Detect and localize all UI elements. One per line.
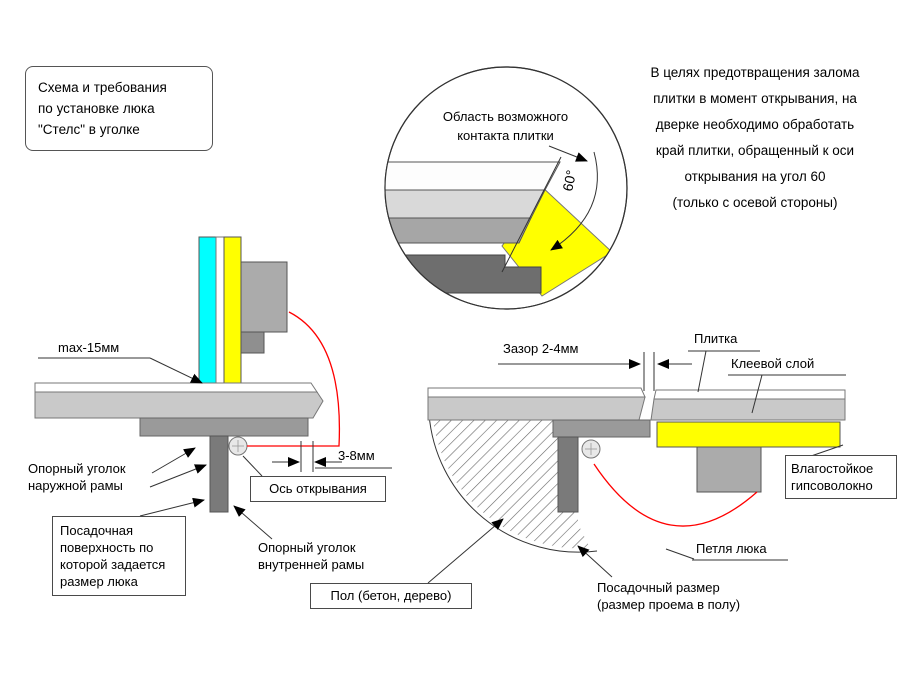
bevel-reference-line xyxy=(501,156,562,273)
hinge-label: Петля люка xyxy=(696,541,767,556)
gypsum-board-bar xyxy=(656,421,841,448)
outer-corner-label: Опорный уголок наружной рамы xyxy=(28,461,126,493)
frame-leg-right xyxy=(557,436,579,513)
frame-bar-right xyxy=(552,419,651,438)
seat-size-label: Посадочный размер (размер проема в полу) xyxy=(597,580,741,612)
door-glue-layer xyxy=(215,236,225,384)
gypsum-label: Влагостойкое гипсоволокно xyxy=(785,455,897,499)
angle-value: 60° xyxy=(559,169,579,193)
door-swing-arc xyxy=(247,311,341,447)
floor-base-strip xyxy=(34,391,324,419)
opening-axis-label: Ось открывания xyxy=(250,476,386,502)
seat-surface-label: Посадочная поверхность по которой задает… xyxy=(52,516,186,596)
edge-gap-label: 3-8мм xyxy=(338,448,375,463)
left-leader-lines xyxy=(38,357,392,540)
detail-tile-body xyxy=(385,189,546,219)
detail-glue-layer xyxy=(385,217,532,244)
tile-label: Плитка xyxy=(694,331,738,346)
contact-area-label: Область возможного контакта плитки xyxy=(442,109,569,143)
title-box: Схема и требования по установке люка "Ст… xyxy=(25,66,213,151)
hatch-swing-arc xyxy=(593,463,758,527)
concrete-floor-hatch xyxy=(433,420,590,549)
inner-frame-leg xyxy=(209,435,229,513)
floor-tile-strip-right xyxy=(427,387,646,398)
hatch-glue-strip xyxy=(650,398,846,421)
floor-tile-strip xyxy=(34,382,318,393)
floor-base-strip-right xyxy=(427,396,646,421)
detail-tile-top-layer xyxy=(385,161,561,191)
hatch-bracket xyxy=(696,446,762,493)
outer-frame-bar xyxy=(139,417,309,437)
door-bracket xyxy=(240,261,288,333)
corner-mount-section xyxy=(34,236,392,540)
door-bracket-foot xyxy=(240,331,265,354)
gap-dimension-label: Зазор 2-4мм xyxy=(503,341,579,356)
floor-mount-section xyxy=(427,350,846,584)
detail-view: 60° xyxy=(384,66,628,310)
note-paragraph: В целях предотвращения залома плитки в м… xyxy=(650,65,860,210)
floor-material-label: Пол (бетон, дерево) xyxy=(310,583,472,609)
door-gypsum-layer xyxy=(223,236,242,384)
hatch-tile-strip xyxy=(653,389,846,400)
inner-corner-label: Опорный уголок внутренней рамы xyxy=(258,540,365,572)
glue-layer-label: Клеевой слой xyxy=(731,356,815,371)
contact-leader-arrow xyxy=(548,145,588,162)
right-leader-lines xyxy=(427,350,846,584)
detail-circle-rim xyxy=(384,66,628,310)
max-thickness-label: max-15мм xyxy=(58,340,120,355)
door-tile-layer xyxy=(198,236,217,384)
section-break-arc xyxy=(428,413,598,553)
angle-arc xyxy=(550,151,598,251)
